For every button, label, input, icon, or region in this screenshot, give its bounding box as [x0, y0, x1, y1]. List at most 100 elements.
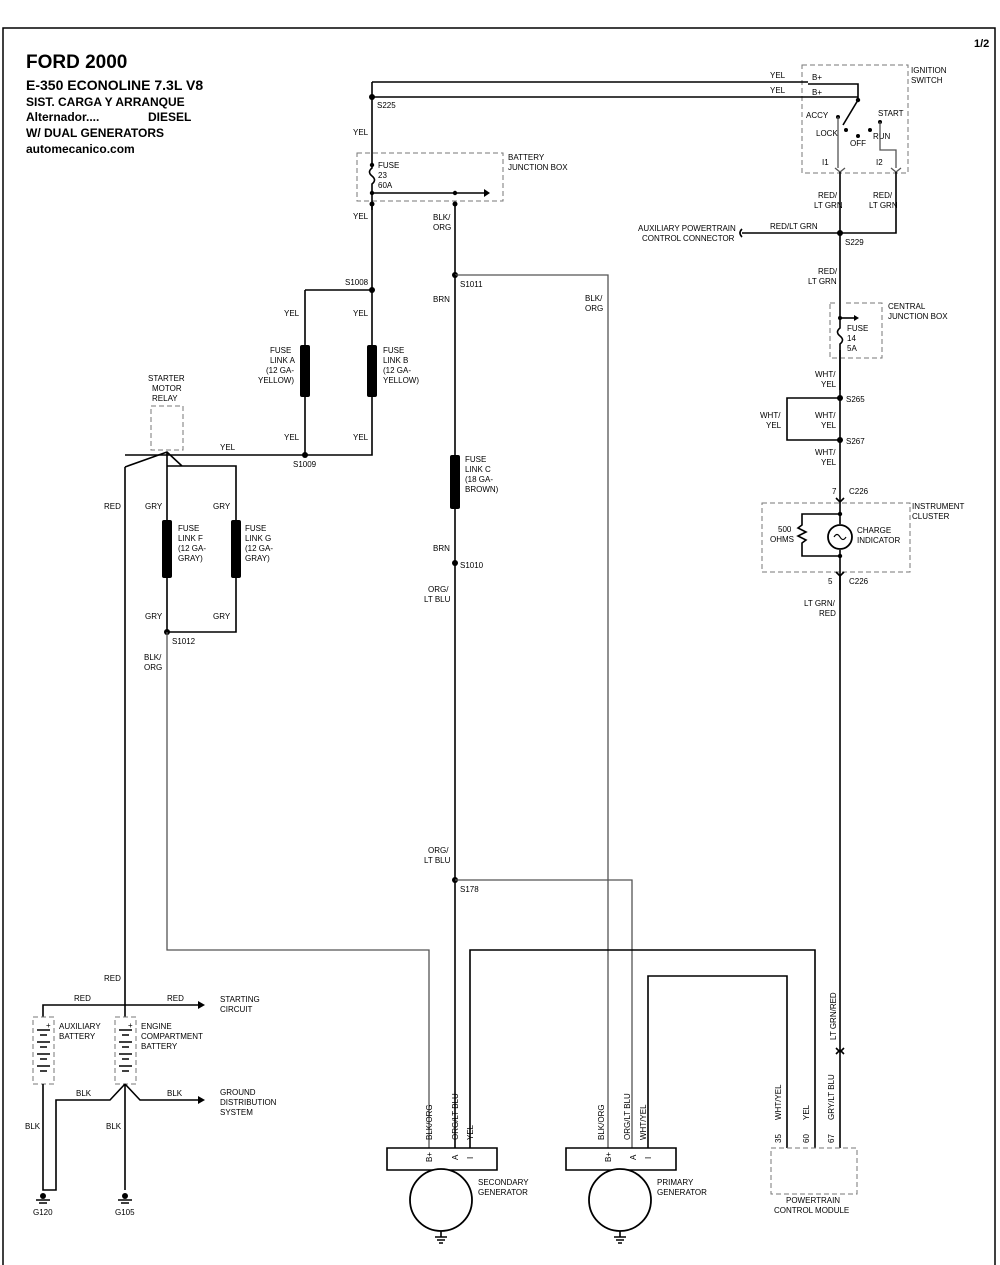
ign-i1: I1 [822, 158, 829, 167]
fl-g-2: LINK G [245, 534, 271, 543]
splice-s178-label: S178 [460, 885, 479, 894]
ground-g105-label: G105 [115, 1208, 135, 1217]
sec-term-bplus: B+ [425, 1152, 434, 1162]
engine-battery-symbol: + [114, 1016, 137, 1085]
ign-bplus-1: B+ [812, 73, 822, 82]
wire-ltgrnred-vert: LT GRN/RED [829, 992, 838, 1040]
fl-f-2: LINK F [178, 534, 203, 543]
wire-yel-2: YEL [770, 86, 786, 95]
wire-red-4: RED [167, 994, 184, 1003]
relay-label-3: RELAY [152, 394, 178, 403]
wire-yel-7: YEL [284, 433, 300, 442]
header-component: Alternador.... [26, 110, 99, 124]
splice-s265 [837, 395, 843, 401]
wire-redltgrn-2b: LT GRN [869, 201, 898, 210]
pri-term-bplus: B+ [604, 1152, 613, 1162]
wire-blkorg-vert-pri: BLK/ORG [597, 1104, 606, 1140]
fuse23-label-3: 60A [378, 181, 393, 190]
splice-s1011-label: S1011 [460, 280, 483, 289]
ltgrnred-inline-connector [835, 1047, 845, 1055]
fl-a-2: LINK A [270, 356, 296, 365]
fl-g-1: FUSE [245, 524, 266, 533]
wire-blkorg-1b: ORG [144, 663, 162, 672]
wire-orgltblu-1b: LT BLU [424, 595, 451, 604]
primary-gen-ground-icon [614, 1231, 626, 1244]
wire-redltgrn-4b: LT GRN [808, 277, 837, 286]
header-model: E-350 ECONOLINE 7.3L V8 [26, 77, 203, 93]
starting-arrow [198, 1001, 205, 1009]
ground-dist-3: SYSTEM [220, 1108, 253, 1117]
pcm-pin-67: 67 [827, 1134, 836, 1143]
splice-s225-label: S225 [377, 101, 396, 110]
wire-yel-6: YEL [353, 309, 369, 318]
wire-whtyel-4b: YEL [821, 458, 837, 467]
header-system: SIST. CARGA Y ARRANQUE [26, 95, 185, 109]
wire-gry-1: GRY [145, 502, 163, 511]
primary-gen-label-2: GENERATOR [657, 1188, 707, 1197]
blkorg-to-primary-b [455, 274, 609, 1148]
wire-redltgrn-4a: RED/ [818, 267, 838, 276]
splice-s265-label: S265 [846, 395, 865, 404]
red-battery-wiring [42, 1004, 200, 1017]
fl-c-3: (18 GA- [465, 475, 493, 484]
splice-s1010-label: S1010 [460, 561, 484, 570]
pri-term-i: I [644, 1157, 653, 1159]
fuse14-label-3: 5A [847, 344, 857, 353]
starting-circuit-1: STARTING [220, 995, 260, 1004]
wire-blkorg-1a: BLK/ [144, 653, 162, 662]
starter-motor-relay [150, 405, 184, 451]
wire-yel-9: YEL [220, 443, 236, 452]
splice-s1010 [452, 560, 458, 566]
splice-s1009 [302, 452, 308, 458]
splice-s1012-label: S1012 [172, 637, 196, 646]
resistor-label-1: 500 [778, 525, 792, 534]
ign-lock: LOCK [816, 129, 838, 138]
wire-yel-1: YEL [770, 71, 786, 80]
pcm-pin-35: 35 [774, 1134, 783, 1143]
svg-text:+: + [128, 1021, 133, 1030]
blk-ground-wiring [42, 1083, 200, 1191]
secondary-gen-label-2: GENERATOR [478, 1188, 528, 1197]
ign-accy: ACCY [806, 111, 829, 120]
gry-join-wiring [166, 610, 237, 633]
fuse-14-symbol [836, 300, 859, 360]
splice-s267-label: S267 [846, 437, 865, 446]
connector-c226-bottom: C226 [849, 577, 869, 586]
page-number: 1/2 [974, 38, 989, 50]
wire-ltgrnred-1b: RED [819, 609, 836, 618]
fuse14-label-1: FUSE [847, 324, 868, 333]
ign-i2: I2 [876, 158, 883, 167]
wire-redltgrn-3: RED/LT GRN [770, 222, 818, 231]
pcm-pin-60: 60 [802, 1134, 811, 1143]
ground-g120-symbol [36, 1193, 50, 1204]
aux-battery-label-1: AUXILIARY [59, 1022, 101, 1031]
wire-gry-4: GRY [213, 612, 231, 621]
fl-g-3: (12 GA- [245, 544, 273, 553]
fl-c-1: FUSE [465, 455, 486, 464]
pin-7: 7 [832, 487, 837, 496]
wire-yel-vert-sec: YEL [466, 1124, 475, 1140]
wire-red-1: RED [104, 502, 121, 511]
wire-ltgrnred-1a: LT GRN/ [804, 599, 836, 608]
fl-c-2: LINK C [465, 465, 491, 474]
wire-orgltblu-2a: ORG/ [428, 846, 449, 855]
fl-c-4: BROWN) [465, 485, 499, 494]
yel-secondary-to-pcm [469, 949, 816, 1148]
ign-run: RUN [873, 132, 891, 141]
wire-red-3: RED [74, 994, 91, 1003]
charge-indicator-circuit [796, 505, 853, 590]
secondary-gen-terminal-block [386, 1147, 498, 1171]
primary-gen-terminal-block [565, 1147, 677, 1171]
splice-s229-label: S229 [845, 238, 864, 247]
wire-redltgrn-1b: LT GRN [814, 201, 843, 210]
aux-battery-label-2: BATTERY [59, 1032, 96, 1041]
fl-b-3: (12 GA- [383, 366, 411, 375]
wire-orgltblu-1a: ORG/ [428, 585, 449, 594]
header-variant: W/ DUAL GENERATORS [26, 126, 164, 140]
wire-blkorg-3a: BLK/ [585, 294, 603, 303]
pcm-box [770, 1147, 858, 1195]
pcm-label-1: POWERTRAIN [786, 1196, 840, 1205]
c226-top-pin [835, 497, 845, 504]
splice-s1008-label: S1008 [345, 278, 369, 287]
wire-gry-3: GRY [145, 612, 163, 621]
